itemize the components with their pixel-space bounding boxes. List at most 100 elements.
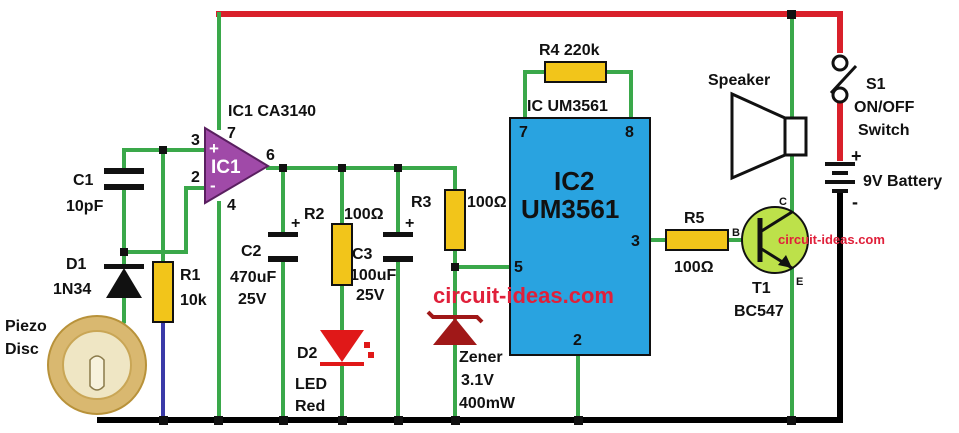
junction-dot <box>279 164 287 172</box>
ic1-pin2-wire <box>122 186 207 254</box>
c3-value-label: 100uF <box>350 267 396 284</box>
c1-plate-top <box>104 168 144 174</box>
zener-line1-label: Zener <box>459 349 503 366</box>
resistor-r3 <box>444 189 466 251</box>
ic1-body-label: IC1 <box>211 157 241 178</box>
t1-collector-lead <box>759 210 793 234</box>
d1-body <box>106 268 142 298</box>
piezo-electrode <box>89 355 105 391</box>
r3-ref-label: R3 <box>411 194 432 211</box>
junction-dot <box>787 10 796 19</box>
s1-line1-label: ON/OFF <box>854 99 915 116</box>
led-body <box>320 330 364 362</box>
d2-ref-label: D2 <box>297 345 318 362</box>
s1-ref-label: S1 <box>866 76 886 93</box>
ic1-body <box>204 126 270 205</box>
r4-label: R4 220k <box>539 42 600 59</box>
t1-value-label: BC547 <box>734 303 784 320</box>
r4-right-wire <box>604 70 633 120</box>
ic2-pin8-label: 8 <box>625 124 634 141</box>
t1-emitter-arrow <box>778 255 792 268</box>
d1-cathode-bar <box>104 264 144 269</box>
c3-plate-bottom <box>383 256 413 262</box>
c2-voltage-label: 25V <box>238 291 267 308</box>
speaker-label: Speaker <box>708 72 770 89</box>
battery-plate <box>832 189 848 193</box>
r4-left-wire <box>523 70 547 120</box>
d1-value-label: 1N34 <box>53 281 91 298</box>
labels: IC1 CA3140 7 3 2 4 6 C1 10pF D1 1N34 R1 … <box>5 42 942 415</box>
battery-minus-label: - <box>852 192 858 212</box>
d2-line1-label: LED <box>295 376 327 393</box>
ic2-um3561: IC2 UM3561 <box>509 117 651 356</box>
ic1-opamp: IC1 + - <box>204 126 270 205</box>
junction-dot <box>394 164 402 172</box>
junction-dot <box>279 416 288 425</box>
r5-value-label: 100Ω <box>674 259 714 276</box>
c2-plus-label: + <box>291 215 300 232</box>
capacitor-c1 <box>104 168 144 190</box>
s1-line2-label: Switch <box>858 122 910 139</box>
ic1-pin3-wire <box>122 148 207 170</box>
junction-dot <box>574 416 583 425</box>
switch-s1 <box>829 54 858 104</box>
wires <box>97 11 843 423</box>
junction-dot <box>214 416 223 425</box>
ic1-plus-sign: + <box>209 139 219 158</box>
s1-contact-bottom <box>831 86 849 104</box>
led-emission-ray <box>364 342 370 348</box>
r2-ref-label: R2 <box>304 206 325 223</box>
c3-plate-top <box>383 232 413 237</box>
junction-dot <box>159 416 168 425</box>
led-emission-ray <box>368 352 374 358</box>
c3-plus-label: + <box>405 215 414 232</box>
ic2-model: UM3561 <box>521 194 619 224</box>
watermark-main: circuit-ideas.com <box>433 283 614 308</box>
t1-ref-label: T1 <box>752 280 771 297</box>
junction-dot <box>338 164 346 172</box>
battery-plate <box>825 180 855 184</box>
c3-voltage-label: 25V <box>356 287 385 304</box>
c2-plate-bottom <box>268 256 298 262</box>
ic1-pin3-label: 3 <box>191 132 200 149</box>
c2-ref-label: C2 <box>241 243 262 260</box>
positive-rail-wire <box>216 11 843 53</box>
zener-bar <box>426 310 484 324</box>
zener-diode <box>426 310 484 345</box>
ic2-name: IC2 <box>554 166 594 196</box>
capacitor-c3 <box>383 232 413 262</box>
d2-line2-label: Red <box>295 398 325 415</box>
junction-dot <box>451 263 459 271</box>
battery-plus-label: + <box>851 146 862 166</box>
c2-plate-top <box>268 232 298 237</box>
junctions <box>120 10 796 425</box>
ic1-pin7-label: 7 <box>227 125 236 142</box>
r3-value-label: 100Ω <box>467 194 507 211</box>
junction-dot <box>451 416 460 425</box>
led-cathode-bar <box>320 362 364 366</box>
c1-ref-label: C1 <box>73 172 94 189</box>
zener-body <box>433 318 477 345</box>
t1-c-label: C <box>779 196 787 208</box>
resistor-r2 <box>331 223 353 286</box>
junction-dot <box>787 416 796 425</box>
t1-e-label: E <box>796 276 803 288</box>
battery <box>825 162 855 193</box>
piezo-label-line1: Piezo <box>5 318 47 335</box>
led-d2 <box>320 330 374 366</box>
capacitor-c2 <box>268 232 298 262</box>
c1-value-label: 10pF <box>66 198 104 215</box>
r1-ref-label: R1 <box>180 267 201 284</box>
resistor-r4 <box>544 61 607 83</box>
ic2-pin3-label: 3 <box>631 233 640 250</box>
speaker-magnet <box>783 116 808 157</box>
piezo-disc <box>47 315 147 415</box>
t1-b-label: B <box>732 227 740 239</box>
ic2-pin5-label: 5 <box>514 259 523 276</box>
resistor-r1 <box>152 261 174 323</box>
junction-dot <box>159 146 167 154</box>
transistor-t1 <box>741 206 809 274</box>
watermark-small: circuit-ideas.com <box>778 232 885 247</box>
r1-value-label: 10k <box>180 292 207 309</box>
